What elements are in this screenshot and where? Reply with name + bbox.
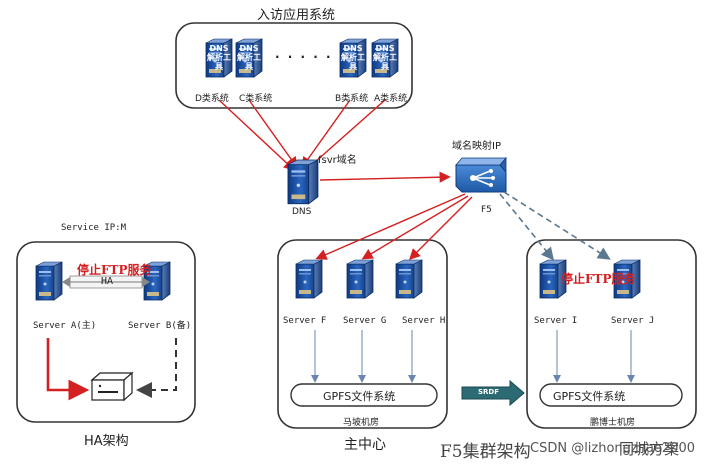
remote-gpfs-box: [539, 383, 683, 407]
link-f5-to-i: [499, 193, 555, 261]
storage-device-icon: [90, 371, 134, 402]
dns-domain-label: fsvr域名: [318, 155, 357, 166]
server-g-label: Server G: [343, 316, 387, 326]
main-gpfs-label: GPFS文件系统: [323, 390, 396, 403]
server-b-label: Server B(备): [128, 321, 192, 331]
system-label-a: A类系统: [374, 94, 408, 104]
server-i-label: Server I: [534, 316, 578, 326]
ellipsis: · · · · ·: [275, 50, 333, 64]
server-h-icon: [395, 259, 423, 299]
top-group-title: 入访应用系统: [257, 8, 336, 23]
dns-label: DNS: [292, 207, 312, 217]
service-ip-label: Service IP:M: [61, 223, 127, 233]
remote-gpfs-label: GPFS文件系统: [553, 390, 626, 403]
server-f-label: Server F: [283, 316, 327, 326]
link-a-to-dns: [303, 99, 386, 172]
main-center-box: [277, 239, 448, 429]
server-a-icon: [35, 261, 63, 301]
ha-group-box: [16, 241, 196, 423]
main-site-label: 马坡机房: [343, 418, 380, 428]
server-h-label: Server H: [402, 316, 446, 326]
f5-label: F5: [481, 205, 492, 215]
srdf-arrow: [461, 379, 525, 407]
system-label-c: C类系统: [239, 94, 273, 104]
link-b-to-dns: [301, 99, 351, 169]
main-center-caption: 主中心: [344, 437, 386, 453]
dns-badge-a: DNS解析工具: [373, 44, 397, 71]
link-f5-to-j: [503, 191, 611, 260]
f5-mapping-label: 域名映射IP: [452, 141, 501, 152]
ha-stop-ftp-label: 停止FTP服务: [77, 263, 152, 277]
server-g-icon: [346, 259, 374, 299]
dns-badge-b: DNS解析工具: [341, 44, 365, 71]
link-dns-to-f5: [319, 171, 451, 183]
link-f5-to-g: [361, 195, 469, 260]
dns-badge-c: DNS解析工具: [237, 44, 261, 71]
ha-caption: HA架构: [84, 434, 129, 449]
footer-title: F5集群架构: [440, 442, 531, 462]
remote-center-box: [526, 239, 697, 429]
top-group-box: [175, 22, 413, 109]
server-a-label: Server A(主): [33, 321, 97, 331]
dns-server-icon: [287, 159, 319, 205]
ha-arrow-left: [62, 277, 70, 287]
link-f5-to-f: [315, 193, 466, 260]
dns-badge-d: DNS解析工具: [207, 44, 231, 71]
srdf-label: SRDF: [478, 388, 500, 396]
link-f5-to-h: [409, 196, 473, 260]
ha-arrow-right: [142, 277, 150, 287]
footer-subtitle: 同城方案: [619, 440, 680, 458]
link-d-to-dns: [218, 99, 296, 171]
system-label-b: B类系统: [335, 94, 369, 104]
link-c-to-dns: [248, 99, 298, 169]
remote-site-label: 鹏博士机房: [590, 418, 636, 428]
main-gpfs-box: [290, 383, 438, 407]
remote-stop-ftp-label: 停止FTP服务: [561, 272, 636, 286]
ha-link-label: HA: [101, 276, 114, 287]
server-f-icon: [295, 259, 323, 299]
server-j-label: Server J: [611, 316, 655, 326]
system-label-d: D类系统: [195, 94, 229, 104]
f5-device-icon: [455, 156, 507, 193]
ha-standby-path: [136, 338, 177, 398]
ha-active-path: [46, 338, 90, 401]
watermark: CSDN @lizhongzhao2000: [530, 441, 695, 456]
